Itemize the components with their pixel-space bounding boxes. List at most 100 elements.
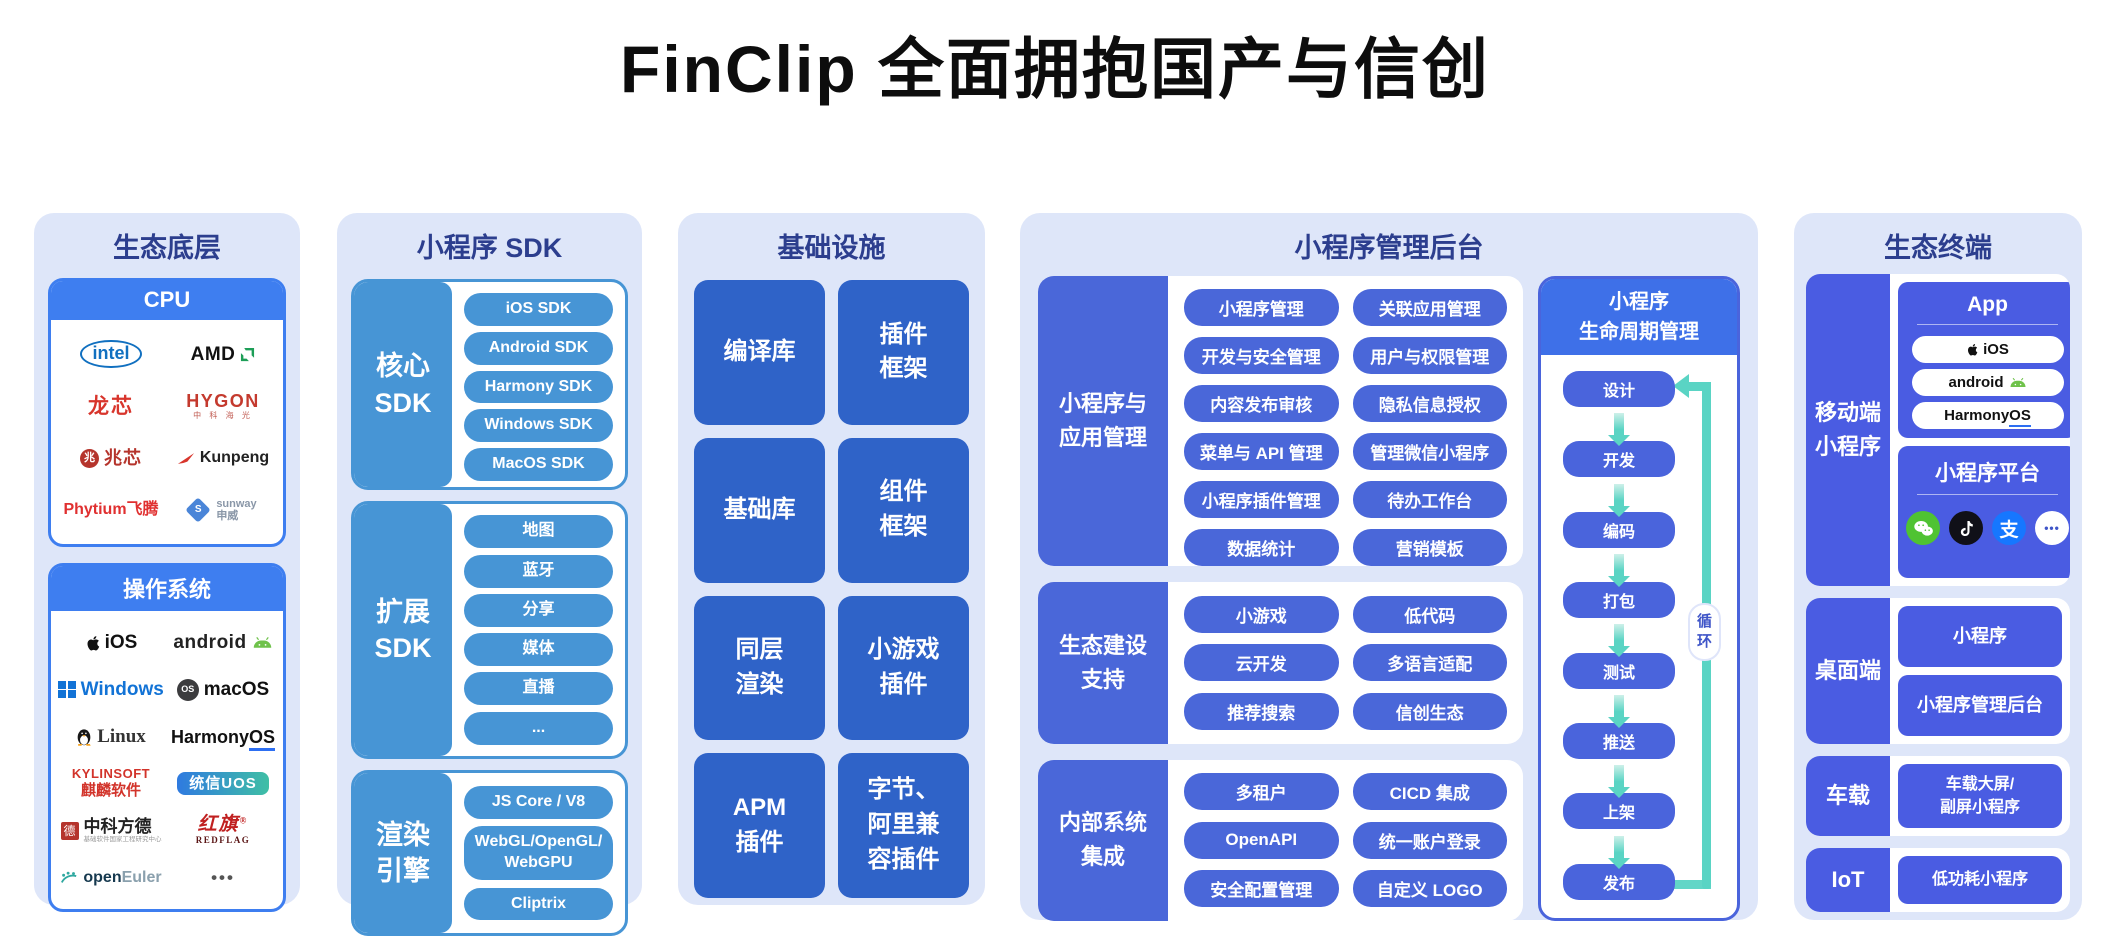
loop-line-bottom-icon [1657, 880, 1711, 889]
sdk-extension-pills: 地图蓝牙分享媒体直播... [452, 504, 625, 756]
infra-tile: 插件框架 [838, 280, 969, 425]
openeuler-icon [61, 871, 77, 883]
flow-arrow-down-icon [1608, 483, 1630, 517]
iot-box: 低功耗小程序 [1898, 856, 2062, 904]
linux-penguin-icon [77, 729, 91, 746]
admin-pill: 统一账户登录 [1352, 821, 1507, 859]
lifecycle-body: 设计开发编码打包测试推送上架发布 循环 [1541, 355, 1737, 918]
panel-ecosystem-base: 生态底层 CPU intel AMD 龙芯 HYGON 中 科 海 光 [34, 213, 300, 912]
lifecycle-step: 开发 [1563, 441, 1675, 478]
sdk-pill: MacOS SDK [464, 448, 613, 481]
admin-pill: 管理微信小程序 [1352, 433, 1507, 470]
logo-ios: iOS [85, 633, 137, 652]
os-card: 操作系统 iOS android Windows OS macOS [48, 563, 286, 912]
flow-arrow-down-icon [1608, 413, 1630, 447]
panel-ecosystem-base-title: 生态底层 [113, 233, 221, 263]
wechat-icon [1906, 511, 1940, 545]
terminal-label-iot: IoT [1806, 848, 1890, 912]
infra-tile: 基础库 [694, 437, 825, 583]
logo-kunpeng: Kunpeng [177, 450, 269, 466]
admin-pill: 信创生态 [1352, 692, 1507, 730]
logo-intel: intel [80, 340, 142, 368]
desktop-box-miniapp: 小程序 [1898, 606, 2062, 667]
macos-icon: OS [176, 678, 199, 701]
loop-line-top-icon [1689, 382, 1711, 391]
flow-arrow-down-icon [1608, 554, 1630, 588]
app-box: App iOS android HarmonyOS [1898, 282, 2070, 438]
sdk-pill: 地图 [464, 515, 613, 549]
terminal-label-car: 车载 [1806, 756, 1890, 836]
lifecycle-step: 发布 [1563, 863, 1675, 900]
cpu-logo-grid: intel AMD 龙芯 HYGON 中 科 海 光 兆 兆芯 [51, 320, 283, 544]
lifecycle-header: 小程序 生命周期管理 [1541, 279, 1737, 355]
group-label-ecosystem-support: 生态建设 支持 [1038, 582, 1168, 744]
terminal-row-mobile: 移动端 小程序 App iOS android Harmony [1806, 274, 2070, 586]
logo-phytium: Phytium飞腾 [63, 501, 159, 518]
admin-pill: 菜单与 API 管理 [1184, 433, 1339, 470]
divider [1917, 494, 2058, 495]
logo-loongson: 龙芯 [88, 394, 134, 418]
loop-arrowhead-icon [1673, 374, 1689, 398]
os-logo-grid: iOS android Windows OS macOS Linux [51, 611, 283, 909]
page-title: FinClip 全面拥抱国产与信创 [620, 32, 1490, 106]
terminal-row-car: 车载 车载大屏/ 副屏小程序 [1806, 756, 2070, 836]
app-pill-android: android [1911, 369, 2064, 396]
admin-pill: 小程序插件管理 [1184, 481, 1339, 518]
logo-linux: Linux [76, 727, 146, 746]
admin-pill: 数据统计 [1184, 529, 1339, 566]
sdk-pill: 分享 [464, 593, 613, 627]
logo-android: android [173, 633, 272, 652]
terminal-label-desktop: 桌面端 [1806, 598, 1890, 744]
logo-kylinsoft: KYLINSOFT 麒麟软件 [71, 766, 151, 800]
flow-arrow-down-icon [1608, 694, 1630, 728]
cpu-card: CPU intel AMD 龙芯 HYGON 中 科 海 光 [48, 278, 286, 547]
lifecycle-step: 测试 [1563, 652, 1675, 689]
lifecycle-step: 编码 [1563, 511, 1675, 548]
infra-tile: 字节、阿里兼容插件 [838, 753, 969, 898]
amd-arrow-icon [241, 347, 255, 361]
platform-box: 小程序平台 支 ••• [1898, 446, 2070, 578]
terminal-row-iot: IoT 低功耗小程序 [1806, 848, 2070, 912]
loop-badge: 循环 [1688, 602, 1721, 662]
admin-pill: 内容发布审核 [1184, 385, 1339, 422]
group-card-ecosystem-support: 生态建设 支持 小游戏低代码云开发多语言适配推荐搜索信创生态 [1038, 582, 1523, 744]
sdk-pill: 直播 [464, 672, 613, 706]
divider [1917, 324, 2058, 325]
logo-uos: 统信UOS [177, 772, 269, 795]
logo-amd: AMD [191, 345, 256, 364]
lifecycle-step: 推送 [1563, 723, 1675, 760]
logo-more: ••• [211, 868, 235, 887]
admin-pill: 开发与安全管理 [1184, 337, 1339, 374]
admin-pill: 小程序管理 [1184, 289, 1339, 326]
os-card-header: 操作系统 [51, 566, 283, 611]
zhaoxin-icon: 兆 [80, 448, 99, 468]
logo-macos: OS macOS [176, 678, 269, 701]
group-card-app-management: 小程序与 应用管理 小程序管理关联应用管理开发与安全管理用户与权限管理内容发布审… [1038, 276, 1523, 566]
logo-redflag: 红旗® REDFLAG [195, 814, 251, 845]
android-icon [253, 637, 271, 648]
logo-zhaoxin: 兆 兆芯 [80, 448, 142, 468]
terminal-row-desktop: 桌面端 小程序 小程序管理后台 [1806, 598, 2070, 744]
flow-arrow-down-icon [1608, 624, 1630, 658]
logo-fangde: 德 中科方德 基础软件国家工程研究中心 [60, 818, 162, 844]
sdk-pill: WebGL/OpenGL/WebGPU [464, 826, 613, 880]
lifecycle-step: 上架 [1563, 793, 1675, 830]
admin-pill: 待办工作台 [1352, 481, 1507, 518]
logo-openeuler: openEuler [60, 869, 162, 886]
cpu-card-header: CPU [51, 281, 283, 320]
sdk-pill: JS Core / V8 [464, 785, 613, 819]
panel-terminals-title: 生态终端 [1884, 233, 1992, 263]
logo-harmonyos: HarmonyOS [171, 726, 276, 751]
sdk-pill: Windows SDK [464, 409, 613, 443]
lifecycle-step: 打包 [1563, 582, 1675, 619]
admin-pill: 多租户 [1184, 773, 1339, 811]
infra-tile: 小游戏插件 [838, 595, 969, 741]
group-pills-app-management: 小程序管理关联应用管理开发与安全管理用户与权限管理内容发布审核隐私信息授权菜单与… [1168, 276, 1523, 566]
sdk-pill: iOS SDK [464, 293, 613, 326]
flow-arrow-down-icon [1608, 835, 1630, 869]
group-label-internal-integration: 内部系统 集成 [1038, 759, 1168, 921]
